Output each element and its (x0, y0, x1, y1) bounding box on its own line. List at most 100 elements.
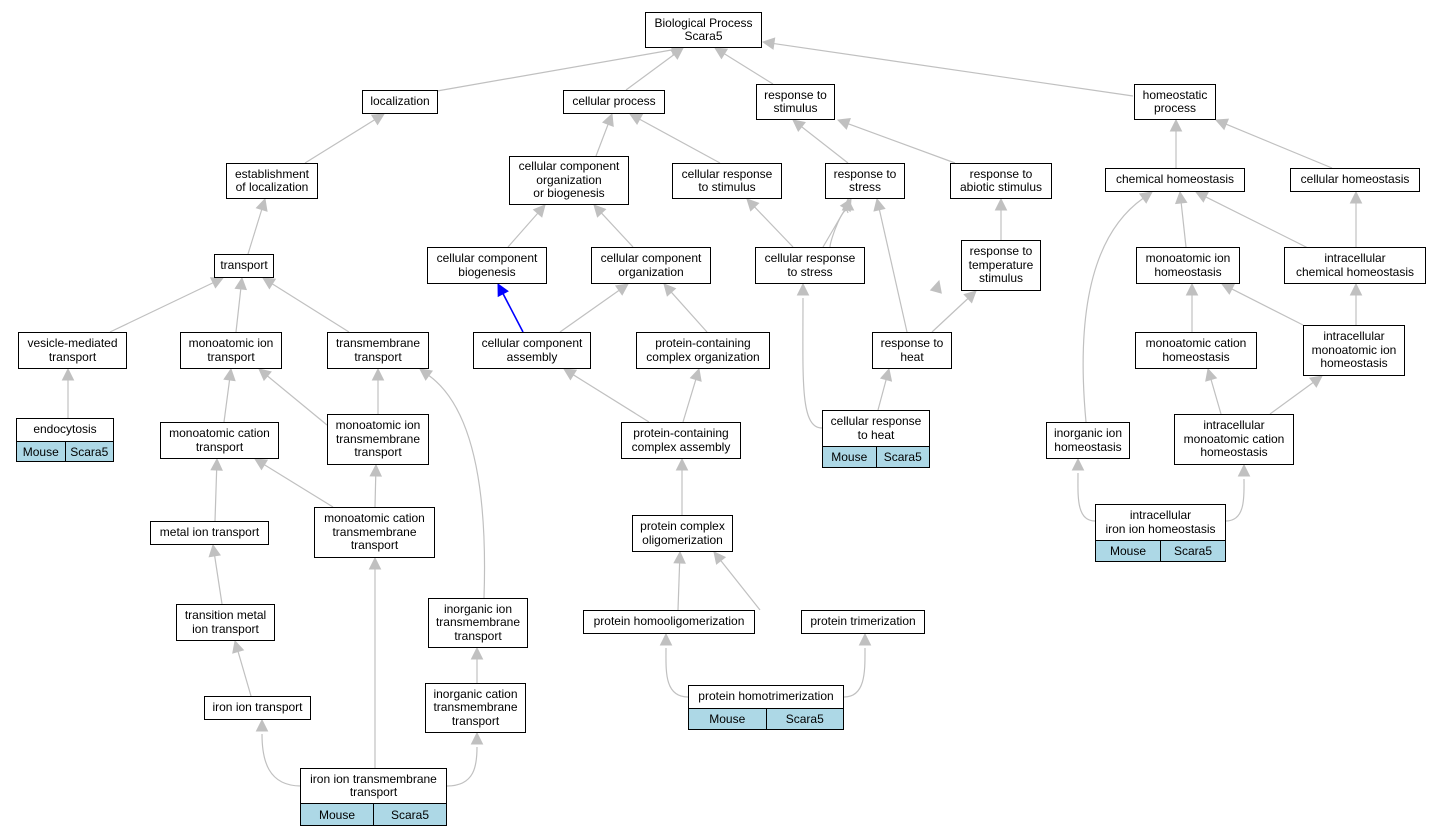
edge (214, 469, 218, 522)
edge-arrowhead (1308, 375, 1323, 388)
node-cc-organization[interactable]: cellular component organization (591, 247, 711, 284)
node-label: protein-containing complex organization (646, 336, 760, 364)
node-vesicle-mediated-transport[interactable]: vesicle-mediated transport (18, 332, 127, 369)
node-monoatomic-ion-transmembrane-transport[interactable]: monoatomic ion transmembrane transport (327, 414, 429, 465)
edge-arrowhead (470, 731, 484, 745)
node-label: response to temperature stimulus (968, 244, 1034, 286)
node-cc-biogenesis[interactable]: cellular component biogenesis (427, 247, 547, 284)
node-protein-containing-complex-assembly[interactable]: protein-containing complex assembly (621, 422, 741, 459)
gene-cell: Scara5 (765, 709, 844, 729)
node-intracellular-monoatomic-ion-homeostasis[interactable]: intracellular monoatomic ion homeostasis (1303, 325, 1405, 376)
edge (446, 746, 478, 787)
node-cc-org-or-biogenesis[interactable]: cellular component organization or bioge… (509, 156, 629, 205)
edge (665, 647, 689, 698)
node-inorganic-ion-homeostasis[interactable]: inorganic ion homeostasis (1046, 422, 1130, 459)
edge (877, 379, 887, 411)
edge-arrowhead (929, 279, 942, 294)
gene-cell: Scara5 (1160, 541, 1225, 561)
node-cc-assembly[interactable]: cellular component assembly (473, 332, 591, 369)
edge (507, 212, 539, 248)
node-label: cellular component assembly (481, 336, 583, 364)
edge-arrowhead (602, 112, 614, 127)
edge-arrowhead (254, 458, 269, 471)
node-label: response to abiotic stimulus (959, 166, 1043, 194)
edge (374, 475, 377, 508)
node-iron-ion-transport[interactable]: iron ion transport (204, 696, 311, 720)
edge-arrowhead (1349, 190, 1363, 204)
node-endocytosis[interactable]: endocytosis (16, 418, 114, 442)
node-label: intracellular iron ion homeostasis (1105, 508, 1216, 536)
edge-arrowhead (994, 197, 1008, 211)
node-cellular-response-to-heat[interactable]: cellular response to heat (822, 410, 930, 447)
node-response-to-temperature-stimulus[interactable]: response to temperature stimulus (961, 240, 1041, 291)
edge (428, 374, 486, 599)
node-protein-containing-complex-organization[interactable]: protein-containing complex organization (636, 332, 770, 369)
node-monoatomic-cation-homeostasis[interactable]: monoatomic cation homeostasis (1135, 332, 1257, 369)
edge (214, 555, 223, 605)
node-protein-homotrimerization[interactable]: protein homotrimerization (688, 685, 844, 709)
node-transmembrane-transport[interactable]: transmembrane transport (327, 332, 429, 369)
node-root[interactable]: Biological Process Scara5 (645, 12, 762, 48)
edge-arrowhead (255, 197, 268, 212)
node-response-to-heat[interactable]: response to heat (872, 332, 952, 369)
node-label: vesicle-mediated transport (27, 336, 118, 364)
node-inorganic-ion-transmembrane-transport[interactable]: inorganic ion transmembrane transport (428, 598, 528, 648)
gene-annotation-intracellular-iron-ion-homeostasis: Mouse Scara5 (1095, 541, 1226, 562)
gene-cell: Scara5 (64, 442, 114, 461)
node-label: monoatomic cation transmembrane transpor… (324, 511, 425, 553)
node-localization[interactable]: localization (362, 90, 438, 114)
node-label: cellular response to stimulus (681, 166, 773, 194)
node-metal-ion-transport[interactable]: metal ion transport (150, 521, 269, 545)
node-homeostatic-process[interactable]: homeostatic process (1134, 84, 1216, 120)
edge-arrowhead (713, 551, 727, 565)
edge (502, 293, 524, 333)
node-label: chemical homeostasis (1115, 172, 1235, 187)
node-establishment-of-localization[interactable]: establishment of localization (226, 163, 318, 199)
node-label: inorganic ion transmembrane transport (435, 601, 521, 643)
species-cell: Mouse (1109, 544, 1147, 558)
gene-cell: Scara5 (373, 804, 446, 825)
node-label: protein homooligomerization (593, 614, 745, 629)
edge-arrowhead (61, 367, 75, 381)
node-response-to-stress[interactable]: response to stress (825, 163, 905, 199)
node-monoatomic-cation-transport[interactable]: monoatomic cation transport (160, 422, 279, 459)
node-protein-complex-oligomerization[interactable]: protein complex oligomerization (632, 515, 733, 552)
node-cellular-response-to-stress[interactable]: cellular response to stress (755, 247, 865, 284)
node-label: iron ion transmembrane transport (310, 771, 437, 799)
node-protein-homooligomerization[interactable]: protein homooligomerization (583, 610, 755, 634)
node-cellular-homeostasis[interactable]: cellular homeostasis (1290, 168, 1420, 192)
node-monoatomic-ion-transport[interactable]: monoatomic ion transport (180, 332, 282, 369)
node-cellular-response-to-stimulus[interactable]: cellular response to stimulus (672, 163, 782, 199)
node-monoatomic-ion-homeostasis[interactable]: monoatomic ion homeostasis (1136, 247, 1240, 284)
species-cell: Mouse (22, 444, 59, 459)
node-intracellular-iron-ion-homeostasis[interactable]: intracellular iron ion homeostasis (1095, 504, 1226, 541)
node-intracellular-chemical-homeostasis[interactable]: intracellular chemical homeostasis (1284, 247, 1426, 284)
edge (878, 209, 908, 333)
node-label: homeostatic process (1142, 87, 1208, 115)
node-inorganic-cation-transmembrane-transport[interactable]: inorganic cation transmembrane transport (425, 683, 526, 733)
node-label: response to stress (833, 166, 897, 194)
node-transport[interactable]: transport (214, 254, 274, 278)
node-cellular-process[interactable]: cellular process (563, 90, 665, 114)
node-protein-trimerization[interactable]: protein trimerization (801, 610, 925, 634)
node-monoatomic-cation-transmembrane-transport[interactable]: monoatomic cation transmembrane transpor… (314, 507, 435, 558)
gene-annotation-endocytosis: Mouse Scara5 (16, 442, 114, 462)
edge-arrowhead (673, 550, 686, 564)
node-iron-ion-transmembrane-transport[interactable]: iron ion transmembrane transport (300, 768, 447, 804)
node-label: protein trimerization (810, 614, 916, 629)
node-label: protein-containing complex assembly (631, 426, 731, 454)
edge-arrowhead (223, 367, 236, 382)
edge (264, 464, 334, 508)
edge-arrowhead (232, 639, 245, 654)
node-response-to-stimulus[interactable]: response to stimulus (756, 84, 835, 120)
edge-arrowhead (1071, 457, 1085, 471)
node-intracellular-monoatomic-cation-homeostasis[interactable]: intracellular monoatomic cation homeosta… (1174, 414, 1294, 465)
node-label: cellular homeostasis (1300, 172, 1410, 187)
edge (271, 283, 350, 333)
node-transition-metal-ion-transport[interactable]: transition metal ion transport (176, 604, 275, 641)
species-cell: Mouse (709, 712, 746, 726)
node-response-to-abiotic-stimulus[interactable]: response to abiotic stimulus (950, 163, 1052, 199)
node-chemical-homeostasis[interactable]: chemical homeostasis (1105, 168, 1245, 192)
